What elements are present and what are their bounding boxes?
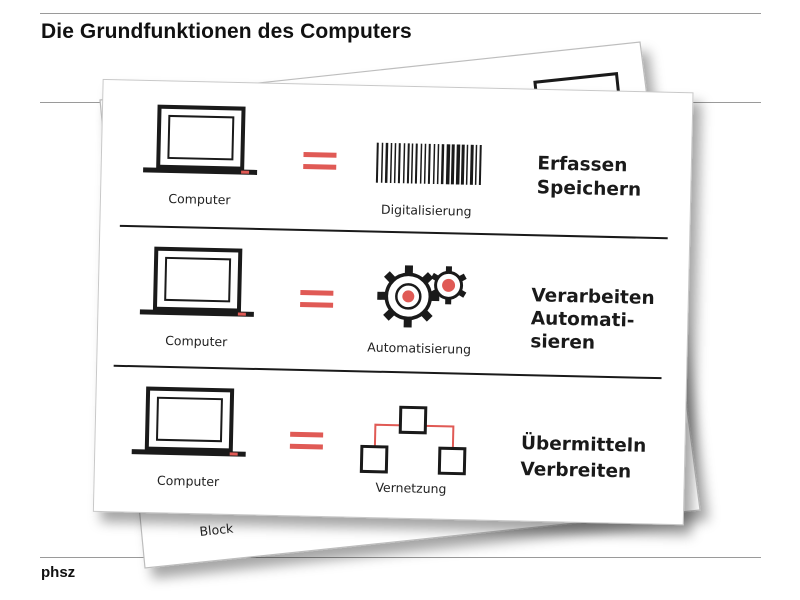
top-rule — [40, 13, 761, 14]
function-row: Computer — [143, 104, 642, 219]
gears-icon — [377, 265, 467, 328]
computer-label: Computer — [165, 333, 228, 349]
equals-icon — [303, 151, 337, 170]
barcode-icon — [375, 142, 482, 186]
network-icon — [359, 405, 467, 476]
laptop-icon — [131, 386, 246, 457]
computer-label: Computer — [157, 473, 220, 489]
function-line: Speichern — [537, 177, 642, 200]
row-divider — [113, 364, 662, 380]
computer-label: Computer — [168, 191, 231, 207]
equals-icon — [300, 289, 334, 308]
laptop-icon — [143, 104, 258, 175]
function-line: Verbreiten — [520, 459, 631, 483]
function-line: Übermitteln — [521, 432, 647, 457]
slide-title: Die Grundfunktionen des Computers — [41, 20, 412, 43]
function-line: Verarbeiten — [531, 285, 655, 309]
digitalisierung-label: Digitalisierung — [381, 202, 472, 219]
footer-rule — [40, 557, 761, 558]
function-row: Computer — [139, 246, 655, 357]
vernetzung-label: Vernetzung — [375, 480, 446, 497]
function-line: sieren — [530, 331, 595, 353]
back-card-label: Block — [199, 520, 235, 539]
equals-icon — [289, 431, 324, 450]
automatisierung-label: Automatisierung — [367, 339, 471, 356]
footer-logo-text: phsz — [41, 564, 76, 581]
front-card: Computer — [92, 78, 694, 526]
function-row: Computer Vernetzung Übermitteln Verbreit… — [131, 386, 647, 497]
laptop-icon — [139, 246, 254, 317]
function-line: Erfassen — [537, 153, 628, 176]
row-divider — [119, 224, 668, 240]
function-line: Automati- — [531, 308, 635, 331]
